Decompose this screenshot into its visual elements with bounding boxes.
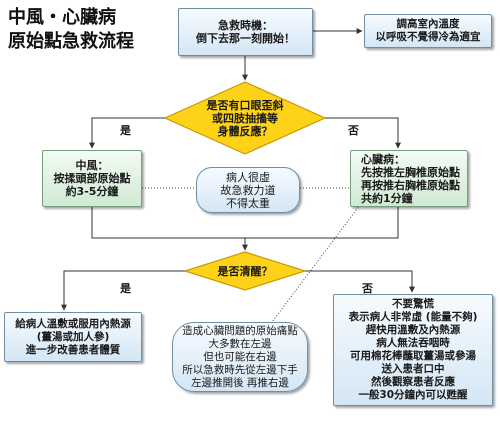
connector-decision2-awake <box>61 270 185 311</box>
decision1-no-label: 否 <box>348 124 359 137</box>
box-line: 按揉頭部原始點 <box>53 172 131 185</box>
box-line: 倒下去那一刻開始！ <box>196 32 295 45</box>
box-line: 左邊推開後 再推右邊 <box>191 376 289 389</box>
decision2-no-label: 否 <box>362 282 373 295</box>
decision-line: 身體反應？ <box>217 124 273 138</box>
room-temperature-box: 調高室內溫度 以呼吸不覺得冷為適宜 <box>364 14 492 48</box>
box-line: 故急救力道 <box>220 183 276 197</box>
connector-decision1-heart <box>325 117 401 149</box>
decision2-text: 是否清醒？ <box>195 262 295 280</box>
box-line: 不要驚慌 <box>392 298 434 310</box>
box-line: 中風： <box>75 159 109 172</box>
box-line: 表示病人非常虛 (能量不夠) <box>348 311 478 323</box>
box-line: 一般30分鐘內可以甦醒 <box>358 389 468 401</box>
box-line: 但也可能在右邊 <box>203 350 277 363</box>
decision1-text: 是否有口眼歪斜 或四肢抽搐等 身體反應？ <box>185 94 305 142</box>
box-line: 造成心臟問題的原始痛點 <box>182 324 298 337</box>
box-line: 以呼吸不覺得冷為適宜 <box>375 31 481 43</box>
box-line: 調高室內溫度 <box>396 18 460 30</box>
decision-line: 或四肢抽搐等 <box>212 111 278 125</box>
caution-note: 病人很虛 故急救力道 不得太重 <box>196 167 300 213</box>
unconscious-box: 不要驚慌 表示病人非常虛 (能量不夠) 趕快用溫敷及內熱源 病人無法吞咽時 可用… <box>333 294 493 406</box>
box-line: (薑湯或加人參) <box>36 330 110 343</box>
decision-line: 是否清醒？ <box>217 264 273 278</box>
pain-point-note: 造成心臟問題的原始痛點 大多數在左邊 但也可能在右邊 所以急救時先從左邊下手 左… <box>172 322 308 392</box>
decision2-yes-label: 是 <box>120 282 131 295</box>
box-line: 趕快用溫敷及內熱源 <box>365 324 461 336</box>
diagram-title: 中風‧心臟病 原始點急救流程 <box>8 6 168 54</box>
awake-box: 給病人溫敷或服用內熱源 (薑湯或加人參) 進一步改善患者體質 <box>4 312 142 362</box>
connector-decision1-stroke <box>89 117 165 149</box>
decision-diamond-2 <box>183 251 307 291</box>
decision1-yes-label: 是 <box>120 124 131 137</box>
decision-diamond-1 <box>163 81 327 155</box>
box-line: 約3-5分鐘 <box>65 185 119 198</box>
box-line: 病人很虛 <box>226 170 270 184</box>
connector-heart-merge <box>245 207 399 239</box>
note-link-pain <box>271 204 361 323</box>
decision-line: 是否有口眼歪斜 <box>206 98 284 112</box>
box-line: 不得太重 <box>226 196 270 210</box>
heart-box: 心臟病： 先按推左胸椎原始點 再按推右胸椎原始點 共約1分鐘 <box>350 150 468 207</box>
connector-decision2-unconscious <box>305 270 415 293</box>
connector-stroke-merge <box>91 207 245 239</box>
box-line: 急救時機： <box>218 19 273 32</box>
title-line: 原始點急救流程 <box>8 31 134 52</box>
box-line: 可用棉花棒蘸取薑湯或參湯 <box>350 350 476 362</box>
stroke-box: 中風： 按揉頭部原始點 約3-5分鐘 <box>42 150 142 207</box>
box-line: 病人無法吞咽時 <box>376 337 450 349</box>
start-box: 急救時機： 倒下去那一刻開始！ <box>178 8 313 56</box>
box-line: 大多數在左邊 <box>208 337 272 350</box>
box-line: 送入患者口中 <box>381 363 445 375</box>
box-line: 進一步改善患者體質 <box>25 343 121 356</box>
box-line: 共約1分鐘 <box>361 191 413 205</box>
box-line: 給病人溫敷或服用內熱源 <box>15 317 131 330</box>
title-line: 中風‧心臟病 <box>8 7 116 28</box>
box-line: 先按推左胸椎原始點 <box>361 165 460 179</box>
box-line: 然後觀察患者反應 <box>371 376 455 388</box>
box-line: 再按推右胸椎原始點 <box>361 178 460 192</box>
box-line: 心臟病： <box>361 152 405 166</box>
box-line: 所以急救時先從左邊下手 <box>182 363 298 376</box>
